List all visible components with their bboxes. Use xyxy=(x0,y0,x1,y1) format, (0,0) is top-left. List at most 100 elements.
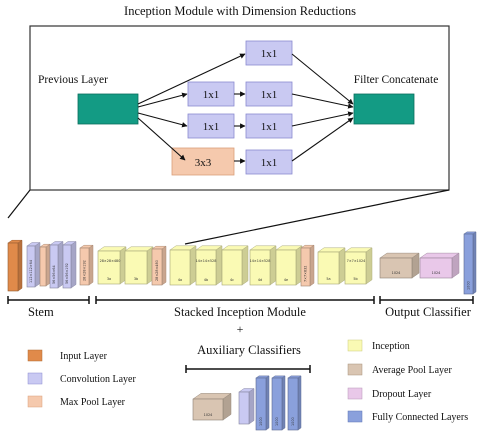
aux-avgpool: 1024 xyxy=(192,392,232,421)
legend-swatch-maxpool xyxy=(27,395,43,408)
inception-4a-front xyxy=(169,249,191,286)
maxpool-block-3: 28×28×480 xyxy=(151,245,167,286)
inception-5a: 5a xyxy=(317,247,346,285)
legend-swatch-conv xyxy=(27,372,43,385)
inception-3b: 3b xyxy=(124,246,154,285)
inception-3a-label: 3a xyxy=(107,277,111,281)
input-layer xyxy=(7,239,23,292)
avgpool-block-label: 1024 xyxy=(392,271,401,275)
section-auxiliary: Auxiliary Classifiers xyxy=(197,343,301,357)
aux-fc-1-side xyxy=(265,375,270,431)
fc-block-side xyxy=(472,231,477,295)
maxpool-block-4: 7×7×832 xyxy=(300,244,315,287)
maxpool-block-2-side xyxy=(88,244,94,286)
conv-1x1-label: 1x1 xyxy=(261,157,278,169)
conv-1x1-label: 1x1 xyxy=(203,121,220,133)
aux-fc-2-front xyxy=(271,377,283,431)
diagram-title: Inception Module with Dimension Reductio… xyxy=(124,4,356,18)
module-arrows xyxy=(137,53,354,164)
aux-fc-1: 1000 xyxy=(255,375,270,431)
inception-4d-side xyxy=(269,245,277,286)
legend-input: Input Layer xyxy=(60,351,108,362)
inception-4b-front xyxy=(195,249,217,286)
fc-block: 1000 xyxy=(463,231,477,295)
inception-5a-label: 5a xyxy=(326,277,330,281)
avgpool-block: 1024 xyxy=(379,252,420,279)
legend-dropout: Dropout Layer xyxy=(372,389,432,400)
inception-3b-front xyxy=(124,250,148,285)
aux-fc-3-front xyxy=(287,377,299,431)
inception-4c: 4c xyxy=(221,245,249,286)
conv-block-2-front xyxy=(49,244,59,289)
inception-4d-front xyxy=(249,249,271,286)
section-brackets xyxy=(7,296,474,304)
maxpool-block-4-label: 7×7×832 xyxy=(304,266,308,282)
previous-layer-block xyxy=(77,93,139,125)
aux-fc-1-label: 1000 xyxy=(259,417,263,426)
legend-swatch-inception xyxy=(347,339,363,352)
conv-block-2: 56×56×64 xyxy=(49,241,64,289)
aux-conv-front xyxy=(238,391,250,425)
section-stacked-inception: Stacked Inception Module xyxy=(174,305,306,319)
aux-fc-3-label: 1000 xyxy=(291,417,295,426)
aux-bracket xyxy=(185,365,311,373)
inception-5b: 5b xyxy=(344,247,373,285)
aux-fc-1-front xyxy=(255,377,267,431)
inception-4d-label: 4d xyxy=(258,278,262,282)
inception-4b: 4b xyxy=(195,245,223,286)
legend-swatch-avgpool xyxy=(347,363,363,376)
legend-avgpool: Average Pool Layer xyxy=(372,365,452,376)
fc-block-front xyxy=(463,233,474,295)
inception-4e-label: 4e xyxy=(284,278,288,282)
inception-5a-side xyxy=(338,247,346,285)
inception-dim-label: 14×14×528 xyxy=(250,259,271,263)
conv-1x1-branch-b xyxy=(245,113,293,139)
avgpool-block-front xyxy=(379,257,413,279)
dropout-block-label: 1024 xyxy=(432,271,441,275)
conv-block-3-label: 56×56×192 xyxy=(65,263,69,284)
section-output-classifier: Output Classifier xyxy=(385,305,472,319)
inception-4a-side xyxy=(189,245,197,286)
conv-1x1-branch-top xyxy=(245,40,293,66)
section-stem: Stem xyxy=(28,305,54,319)
inception-4c-side xyxy=(241,245,249,286)
maxpool-block-1-front xyxy=(39,246,47,287)
aux-conv-side xyxy=(248,388,255,425)
legend-inception: Inception xyxy=(372,341,410,352)
maxpool-block-1 xyxy=(39,243,51,287)
legend-swatch-fc xyxy=(347,410,363,423)
inception-4b-side xyxy=(215,245,223,286)
inception-4e-front xyxy=(275,249,297,286)
legend-swatch-dropout xyxy=(347,387,363,400)
aux-avgpool-label: 1024 xyxy=(204,413,213,417)
inception-4a: 4a xyxy=(169,245,197,286)
aux-fc-2-label: 1000 xyxy=(275,417,279,426)
inception-4e: 4e xyxy=(275,245,303,286)
conv-1x1-label: 1x1 xyxy=(203,89,220,101)
filter-concatenate-label: Filter Concatenate xyxy=(354,74,439,86)
maxpool-block-4-front xyxy=(300,247,311,287)
inception-5a-front xyxy=(317,251,340,285)
maxpool-block-3-side xyxy=(161,245,167,286)
inception-4a-label: 4a xyxy=(178,278,182,282)
conv-block-1-side xyxy=(34,242,41,288)
auxiliary-blocks: 1024 1000 1000 1000 xyxy=(192,375,302,431)
conv-1x1-reduce-a xyxy=(187,81,235,107)
inception-5b-label: 5b xyxy=(353,277,357,281)
maxpool-block-2: 28×28×192 xyxy=(79,244,94,286)
pool-3x3-label: 3x3 xyxy=(195,157,212,169)
inception-dim-label: 7×7×1024 xyxy=(347,259,366,263)
aux-fc-3-side xyxy=(297,375,302,431)
conv-block-2-side xyxy=(57,241,64,289)
inception-dim-label: 28×28×480 xyxy=(100,259,121,263)
input-layer-side xyxy=(17,239,23,292)
conv-1x1-reduce-b xyxy=(187,113,235,139)
conv-block-3: 56×56×192 xyxy=(62,241,77,289)
conv-block-1-front xyxy=(26,245,36,288)
legend: Input Layer Convolution Layer Max Pool L… xyxy=(27,339,468,423)
inception-4d: 4d xyxy=(249,245,277,286)
filter-concatenate-block xyxy=(353,93,415,125)
legend-swatch-input xyxy=(27,349,43,362)
